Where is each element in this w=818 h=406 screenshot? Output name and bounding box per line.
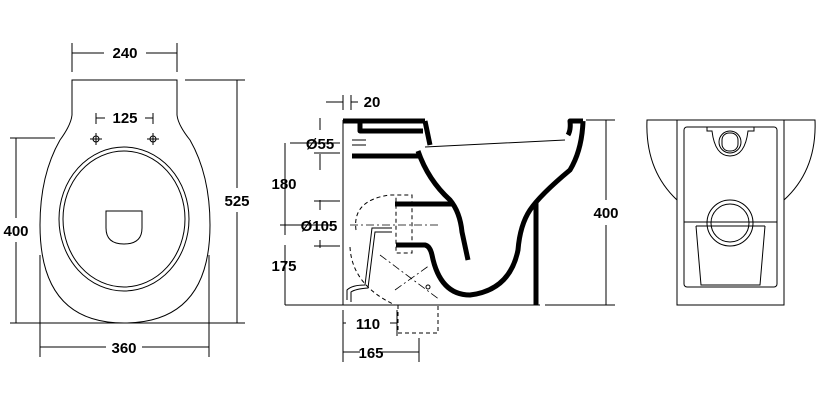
- dim-240: 240: [112, 45, 137, 62]
- dim-400-right: 400: [593, 205, 618, 222]
- outlet-pipe-dashed: [349, 194, 439, 334]
- dim-165: 165: [358, 345, 383, 362]
- centre-mark-icon: [425, 284, 431, 290]
- dim-175: 175: [271, 258, 296, 275]
- inlet-recess: [706, 127, 755, 157]
- dim-lines: [10, 43, 245, 357]
- bowl-rear: [395, 118, 586, 298]
- rear-view: [646, 119, 816, 306]
- dim-125: 125: [112, 110, 137, 127]
- outlet-centreline: [350, 224, 441, 301]
- trap-hidden: [346, 227, 392, 302]
- dim-20: 20: [364, 94, 381, 111]
- dim-110: 110: [356, 316, 380, 333]
- plan-view: 240 125 400 525 360: [3, 43, 250, 357]
- outlet-circle-outer: [706, 199, 754, 247]
- inlet-inner: [721, 132, 739, 152]
- bowl-front: [415, 150, 471, 261]
- body-outline: [676, 119, 785, 306]
- inlet-circle: [718, 130, 742, 154]
- dim-d105: Ø105: [301, 218, 338, 235]
- outlet-circle-inner: [710, 203, 750, 243]
- rim-outline: [646, 119, 816, 201]
- top-rim: [343, 118, 433, 146]
- fixing-hole-icon: [147, 133, 159, 145]
- side-view: 20 Ø55 180 Ø105 175 110 165 400: [271, 94, 619, 362]
- dim-d55: Ø55: [306, 136, 334, 153]
- dim-400-left: 400: [3, 223, 28, 240]
- dim-lines: [280, 95, 607, 362]
- dim-360: 360: [111, 340, 136, 357]
- back-panel: [683, 126, 778, 288]
- floor-and-wall: [285, 119, 615, 306]
- dim-180: 180: [271, 176, 296, 193]
- outlet-hole: [105, 210, 143, 245]
- seat-rim-outer: [58, 146, 190, 292]
- seat-rim-inner: [62, 150, 186, 288]
- fixing-hole-icon: [90, 133, 102, 145]
- dim-525: 525: [224, 193, 249, 210]
